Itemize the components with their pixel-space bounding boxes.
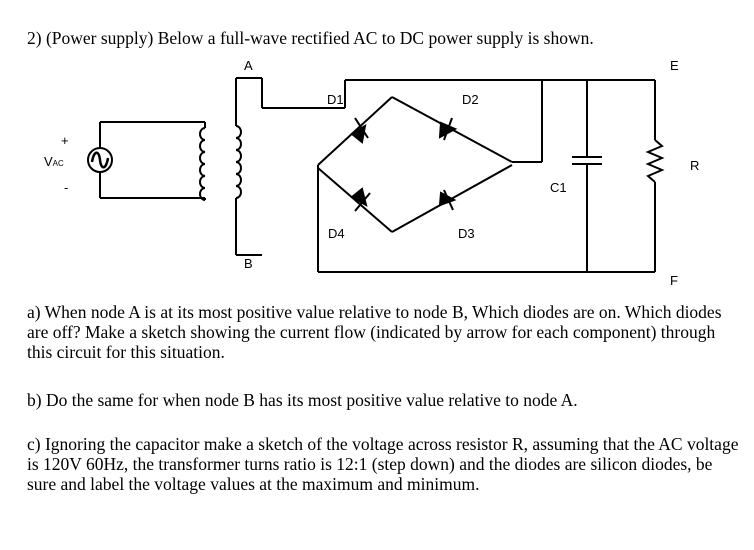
capacitor-c1 [572,156,602,165]
d4-label: D4 [328,226,345,241]
diode-d3-symbol [438,189,457,211]
transformer-primary [199,122,206,201]
ac-source [87,121,205,199]
node-f-label: F [670,273,678,288]
node-b-label: B [244,256,253,271]
diode-d2-symbol [438,117,458,141]
part-a-text: a) When node A is at its most positive v… [27,302,722,362]
c1-label: C1 [550,180,567,195]
node-a-label: A [244,58,253,73]
part-b-text: b) Do the same for when node B has its m… [27,390,578,410]
resistor-r [645,139,665,183]
node-e-label: E [670,58,679,73]
r-label: R [690,158,699,173]
question-title: 2) (Power supply) Below a full-wave rect… [27,28,594,48]
minus-sign: - [64,180,68,195]
circuit-diagram: A B E F D1 D2 D3 D4 C1 R VAC + - [44,58,699,288]
diode-d4-symbol [350,187,371,212]
plus-sign: + [61,133,69,148]
d3-label: D3 [458,226,475,241]
transformer-secondary [235,78,262,256]
part-c-text: c) Ignoring the capacitor make a sketch … [27,434,739,494]
diode-d1-symbol [350,117,369,144]
d2-label: D2 [462,92,479,107]
d1-label: D1 [327,92,344,107]
vac-label: VAC [44,154,64,169]
diode-bridge [317,96,513,272]
